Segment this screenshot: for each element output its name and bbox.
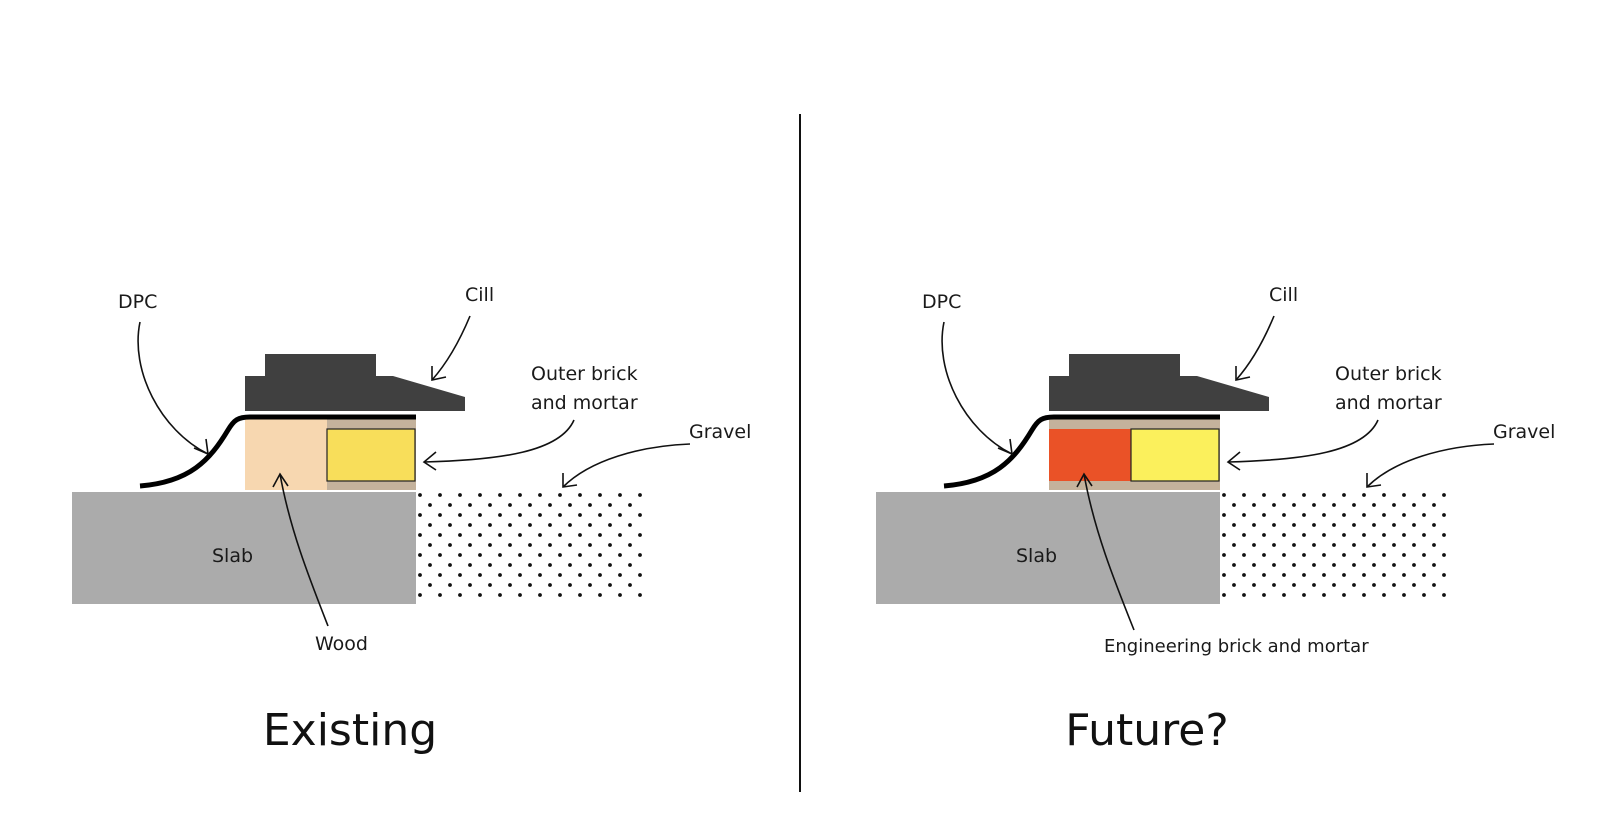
gravel-arrowhead bbox=[562, 473, 578, 488]
cill-leader-arrow bbox=[1235, 315, 1275, 381]
dpc-membrane bbox=[943, 414, 1220, 489]
gravel-area bbox=[1222, 493, 1446, 603]
panel-existing: DPC Cill Outer brick and mortar Gravel S… bbox=[72, 284, 751, 756]
outer-brick-leader-arrow bbox=[423, 419, 575, 463]
engineering-brick-leader-arrow bbox=[1083, 473, 1135, 631]
wood-block bbox=[245, 419, 327, 490]
label-wood: Wood bbox=[315, 633, 368, 655]
wood-leader-arrow bbox=[279, 473, 329, 627]
dpc-arrowhead bbox=[997, 438, 1013, 456]
engineering-brick-arrowhead bbox=[1076, 472, 1093, 488]
label-gravel: Gravel bbox=[1493, 421, 1555, 443]
label-outer-brick-line1: Outer brick bbox=[531, 363, 638, 385]
panel-title-future: Future? bbox=[1065, 705, 1228, 756]
dpc-arrowhead bbox=[193, 438, 209, 456]
label-dpc: DPC bbox=[922, 291, 961, 313]
dpc-leader-arrow bbox=[941, 321, 1013, 455]
label-outer-brick-line1: Outer brick bbox=[1335, 363, 1442, 385]
label-cill: Cill bbox=[465, 284, 494, 306]
gravel-leader-arrow bbox=[562, 443, 691, 488]
dpc-membrane bbox=[139, 414, 416, 489]
panel-title-existing: Existing bbox=[263, 705, 437, 756]
label-cill: Cill bbox=[1269, 284, 1298, 306]
panel-future: DPC Cill Outer brick and mortar Gravel S… bbox=[876, 284, 1555, 756]
wood-arrowhead bbox=[272, 472, 289, 488]
outer-brick-arrowhead bbox=[1226, 451, 1241, 471]
gravel-arrowhead bbox=[1366, 473, 1382, 488]
cill-leader-arrow bbox=[431, 315, 471, 381]
cill bbox=[245, 354, 465, 411]
outer-brick bbox=[1130, 428, 1220, 482]
label-slab: Slab bbox=[212, 545, 253, 567]
label-engineering-brick: Engineering brick and mortar bbox=[1104, 636, 1369, 657]
outer-brick-arrowhead bbox=[422, 451, 437, 471]
label-slab: Slab bbox=[1016, 545, 1057, 567]
label-dpc: DPC bbox=[118, 291, 157, 313]
label-gravel: Gravel bbox=[689, 421, 751, 443]
outer-brick-leader-arrow bbox=[1227, 419, 1379, 463]
slab bbox=[72, 492, 416, 604]
label-outer-brick-line2: and mortar bbox=[1335, 392, 1442, 414]
dpc-leader-arrow bbox=[137, 321, 209, 455]
gravel-area bbox=[418, 493, 642, 603]
gravel-leader-arrow bbox=[1366, 443, 1495, 488]
cill-arrowhead bbox=[1235, 366, 1251, 381]
cill bbox=[1049, 354, 1269, 411]
cill-arrowhead bbox=[431, 366, 447, 381]
outer-brick bbox=[326, 428, 416, 482]
slab bbox=[876, 492, 1220, 604]
engineering-brick-block bbox=[1049, 429, 1131, 481]
label-outer-brick-line2: and mortar bbox=[531, 392, 638, 414]
